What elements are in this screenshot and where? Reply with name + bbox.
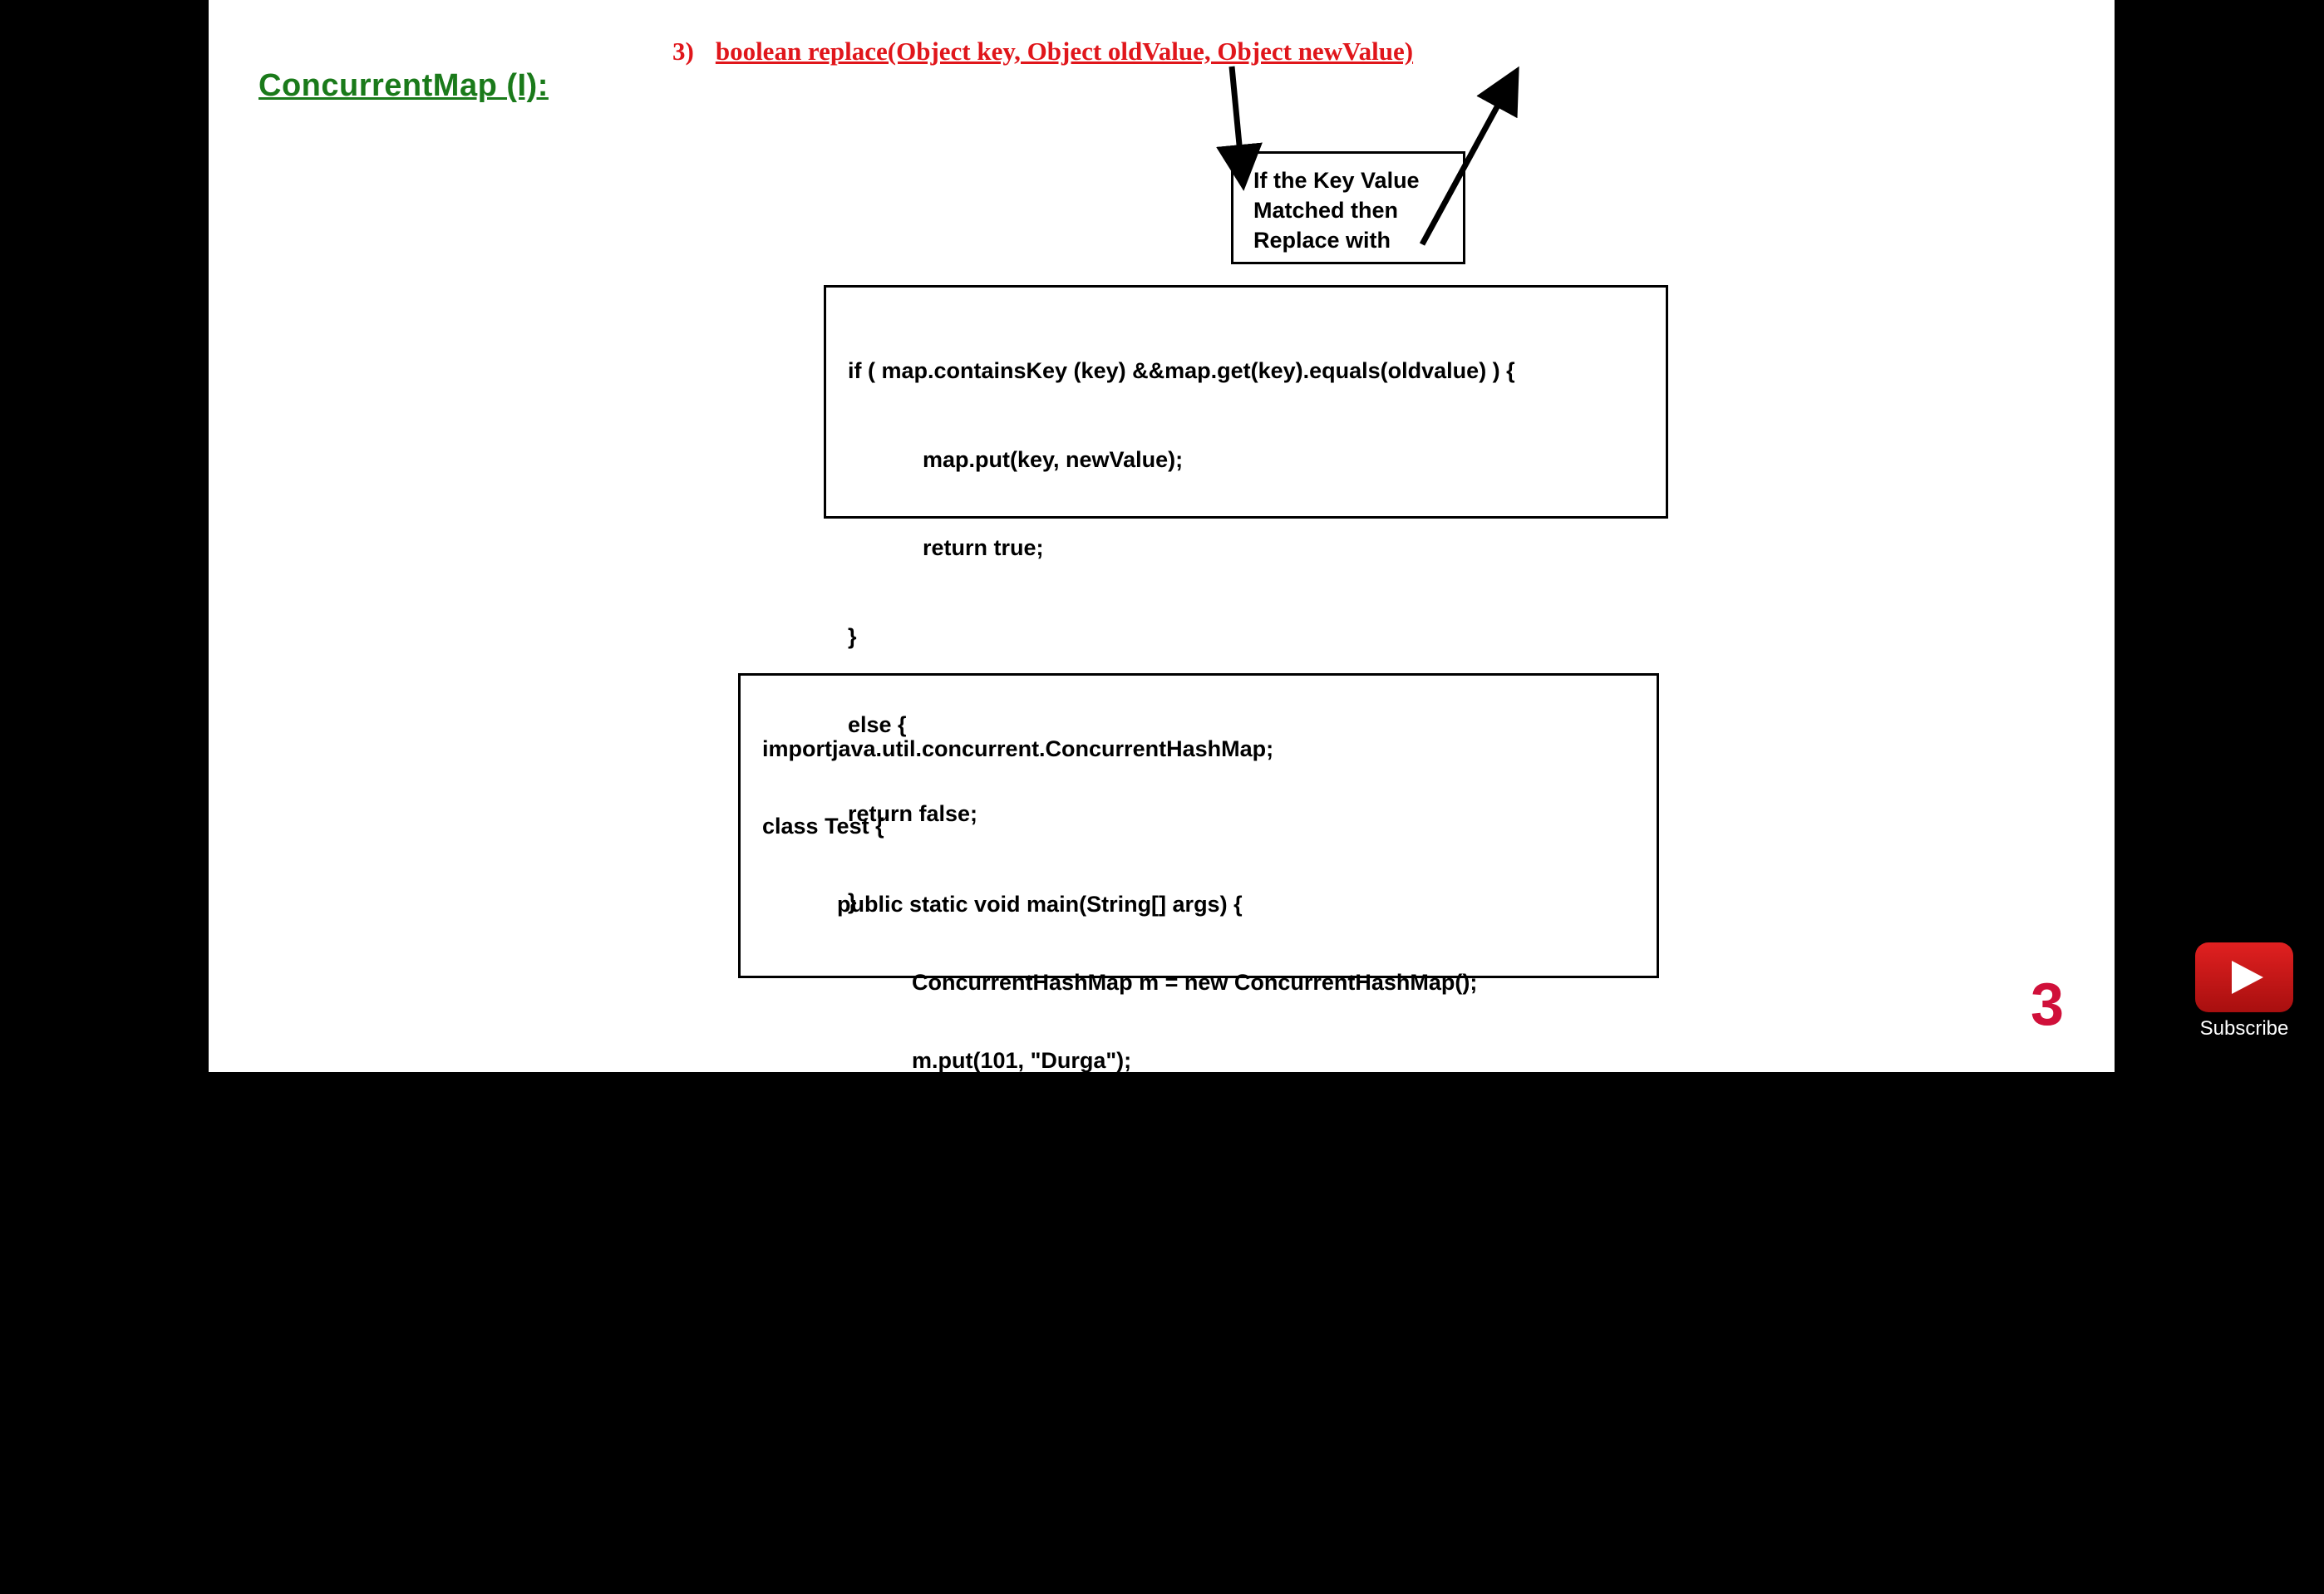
- code-block-logic: if ( map.containsKey (key) &&map.get(key…: [824, 285, 1668, 914]
- section-title: ConcurrentMap (I):: [258, 68, 549, 103]
- code-block-example: importjava.util.concurrent.ConcurrentHas…: [738, 673, 1659, 1542]
- code-line: map.put(key, newValue);: [848, 446, 1184, 472]
- code-line: return false;: [848, 800, 978, 826]
- method-signature: boolean replace(Object key, Object oldVa…: [715, 37, 1414, 66]
- code-line: importjava.util.concurrent.ConcurrentHas…: [762, 736, 1274, 761]
- note-line: Replace with: [1253, 228, 1391, 253]
- code-line: m.replace(101, "Durga", "Ravi");: [762, 1282, 1257, 1307]
- code-line: }: [848, 889, 857, 914]
- annotation-arrows: [1216, 66, 1519, 246]
- code-line: ConcurrentHashMap m = new ConcurrentHash…: [762, 970, 1478, 996]
- code-line: m.replace(101, "Ravi", "Siva");: [762, 1126, 1238, 1152]
- arrow-up: [1419, 66, 1519, 246]
- code-line: if ( map.containsKey (key) &&map.get(key…: [848, 358, 1515, 383]
- code-line: System.out.println(m); //{101=Ravi}: [762, 1360, 1286, 1385]
- note-box: If the Key Value Matched then Replace wi…: [1231, 151, 1465, 264]
- code-line: }: [762, 1516, 771, 1542]
- note-line: Matched then: [1253, 198, 1399, 223]
- subscribe-label: Subscribe: [2199, 1017, 2289, 1040]
- code-line: }: [762, 1438, 846, 1464]
- code-line: }: [848, 623, 857, 649]
- code-line: else {: [848, 712, 907, 737]
- method-signature-line: 3) boolean replace(Object key, Object old…: [672, 37, 1413, 66]
- code-line: return true;: [848, 535, 1044, 560]
- note-line: If the Key Value: [1253, 168, 1420, 193]
- youtube-play-icon: [2195, 942, 2293, 1012]
- arrow-down: [1216, 66, 1263, 191]
- method-number: 3): [672, 37, 694, 66]
- code-line: class Test {: [762, 814, 884, 839]
- slide: ConcurrentMap (I): 3) boolean replace(Obj…: [209, 0, 2115, 1542]
- subscribe-button[interactable]: Subscribe: [2193, 942, 2296, 1041]
- code-line: m.put(101, "Durga");: [762, 1048, 1132, 1074]
- page-number: 3: [2031, 972, 2065, 1038]
- code-line: public static void main(String[] args) {: [762, 892, 1243, 918]
- code-line: System.out.println(m); //{101=Durga}: [762, 1203, 1303, 1229]
